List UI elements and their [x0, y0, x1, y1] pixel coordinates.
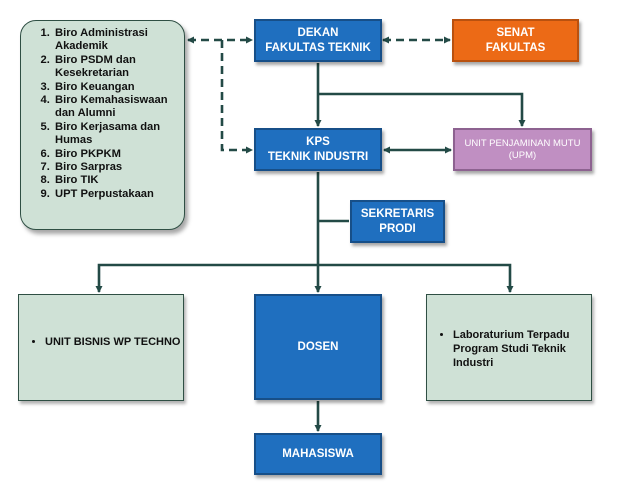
biro-item: Biro TIK — [53, 174, 184, 187]
biro-item: Biro PSDM dan Kesekretarian — [53, 54, 184, 81]
biro-item: Biro Kemahasiswaan dan Alumni — [53, 94, 184, 121]
biro-item: Biro Keuangan — [53, 81, 184, 94]
upm-box: UNIT PENJAMINAN MUTU (UPM) — [453, 128, 592, 171]
laboratorium-box: Laboraturium Terpadu Program Studi Tekni… — [426, 294, 592, 401]
biro-box: Biro Administrasi Akademik Biro PSDM dan… — [20, 20, 185, 230]
dosen-box: DOSEN — [254, 294, 382, 400]
connector-biro-kps — [220, 40, 253, 154]
connector-dekan-upm — [318, 92, 526, 127]
biro-item: Biro Sarpras — [53, 161, 184, 174]
biro-list: Biro Administrasi Akademik Biro PSDM dan… — [21, 27, 184, 201]
senat-box: SENAT FAKULTAS — [452, 19, 579, 62]
biro-item: UPT Perpustakaan — [53, 188, 184, 201]
unit-bisnis-box: UNIT BISNIS WP TECHNO — [18, 294, 184, 401]
biro-item: Biro Administrasi Akademik — [53, 27, 184, 54]
biro-item: Biro PKPKM — [53, 148, 184, 161]
sekretaris-prodi-box: SEKRETARIS PRODI — [350, 200, 445, 243]
mahasiswa-box: MAHASISWA — [254, 433, 382, 475]
unit-bisnis-text: UNIT BISNIS WP TECHNO — [45, 335, 183, 349]
biro-item: Biro Kerjasama dan Humas — [53, 121, 184, 148]
connector-to-unit-bisnis — [95, 263, 318, 293]
laboratorium-text: Laboraturium Terpadu Program Studi Tekni… — [453, 328, 585, 370]
dekan-box: DEKAN FAKULTAS TEKNIK — [254, 19, 382, 62]
connector-to-laboratorium — [318, 263, 514, 293]
kps-box: KPS TEKNIK INDUSTRI — [254, 128, 382, 171]
